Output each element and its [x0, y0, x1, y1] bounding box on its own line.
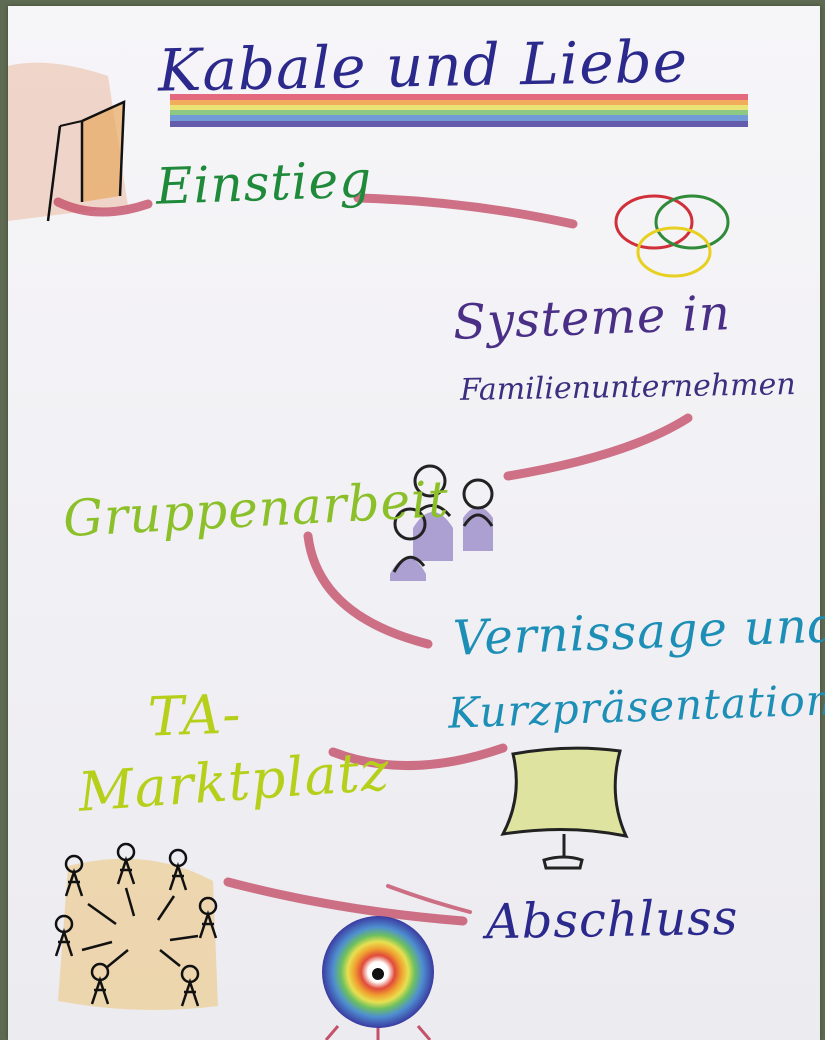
drawing-layer [8, 62, 748, 1040]
step-marktplatz-line1: TA- [146, 682, 243, 749]
door-icon [8, 62, 128, 222]
screen-icon [500, 746, 629, 870]
step-einstieg: Einstieg [155, 150, 373, 216]
rainbow-underline [170, 94, 748, 127]
target-icon [322, 916, 434, 1040]
journey-path [53, 193, 693, 926]
step-systeme-line1: Systeme in [452, 285, 732, 351]
flipchart-sheet: Kabale und Liebe Einstieg Systeme in Fam… [8, 6, 825, 1040]
marketplace-people-icon [54, 842, 218, 1010]
group-people-icon [390, 464, 494, 581]
step-systeme-line2: Familienunternehmen [459, 367, 796, 408]
rings-icon [614, 194, 730, 278]
page-title: Kabale und Liebe [157, 27, 689, 105]
step-abschluss: Abschluss [485, 889, 739, 951]
